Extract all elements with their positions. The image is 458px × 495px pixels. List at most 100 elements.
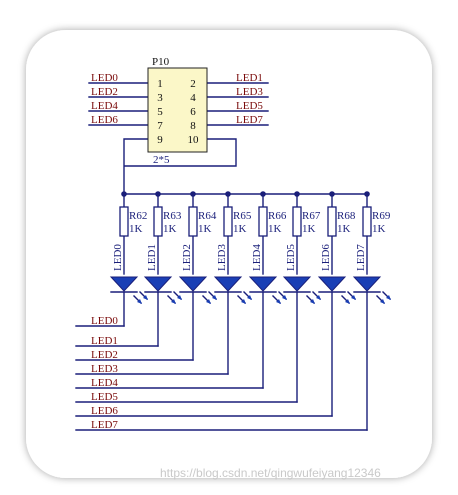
connector-pin-8: 8 bbox=[190, 120, 196, 132]
net-label-left: LED4 bbox=[91, 100, 118, 112]
wires bbox=[75, 82, 391, 431]
led-arrowhead bbox=[137, 299, 142, 304]
connector-pin-6: 6 bbox=[190, 106, 196, 118]
connector-pin-7: 7 bbox=[157, 120, 163, 132]
junction-dot bbox=[121, 191, 127, 197]
led-label: LED2 bbox=[181, 244, 193, 271]
led-arrowhead bbox=[241, 299, 246, 304]
junction-dot bbox=[225, 191, 231, 197]
connector-pin-9: 9 bbox=[157, 134, 163, 146]
resistor-ref: R68 bbox=[337, 210, 356, 222]
resistor-ref: R63 bbox=[163, 210, 182, 222]
led-arrowhead bbox=[351, 295, 356, 300]
resistor-ref: R66 bbox=[268, 210, 287, 222]
watermark: https://blog.csdn.net/qingwufeiyang12346 bbox=[160, 466, 381, 480]
net-label-right: LED5 bbox=[236, 100, 263, 112]
led-arrowhead bbox=[212, 295, 217, 300]
led-arrowhead bbox=[386, 295, 391, 300]
connector-pin-5: 5 bbox=[157, 106, 163, 118]
led-body bbox=[213, 276, 243, 292]
net-label-output: LED6 bbox=[91, 405, 118, 417]
connector-footprint: 2*5 bbox=[153, 154, 170, 166]
connector-pin-1: 1 bbox=[157, 78, 163, 90]
connector-pin-10: 10 bbox=[188, 134, 200, 146]
net-label-right: LED7 bbox=[236, 114, 263, 126]
resistor-value: 1K bbox=[268, 223, 282, 235]
resistor-value: 1K bbox=[129, 223, 143, 235]
junction-dot bbox=[329, 191, 335, 197]
led-arrowhead bbox=[143, 295, 148, 300]
labels: P102*513579246810LED0LED2LED4LED6LED1LED… bbox=[91, 56, 391, 431]
resistor-value: 1K bbox=[233, 223, 247, 235]
net-label-left: LED2 bbox=[91, 86, 118, 98]
led-arrowhead bbox=[380, 299, 385, 304]
junction-dot bbox=[155, 191, 161, 197]
connector-designator: P10 bbox=[152, 56, 170, 68]
net-label-output: LED1 bbox=[91, 335, 118, 347]
led-arrowhead bbox=[276, 299, 281, 304]
junction-dot bbox=[294, 191, 300, 197]
resistor-value: 1K bbox=[198, 223, 212, 235]
junction-dot bbox=[364, 191, 370, 197]
led-arrowhead bbox=[247, 295, 252, 300]
net-label-output: LED0 bbox=[91, 315, 118, 327]
net-label-left: LED6 bbox=[91, 114, 118, 126]
pin9-wire bbox=[123, 138, 148, 194]
led-label: LED1 bbox=[146, 244, 158, 271]
resistor-ref: R69 bbox=[372, 210, 391, 222]
led-label: LED3 bbox=[216, 244, 228, 271]
led-label: LED5 bbox=[285, 244, 297, 271]
resistor-value: 1K bbox=[302, 223, 316, 235]
resistor-body bbox=[153, 206, 163, 237]
led-body bbox=[282, 276, 312, 292]
connector-body bbox=[147, 67, 208, 153]
led-arrowhead bbox=[177, 295, 182, 300]
net-label-output: LED7 bbox=[91, 419, 118, 431]
resistor-ref: R62 bbox=[129, 210, 147, 222]
led-label: LED0 bbox=[112, 244, 124, 271]
components bbox=[109, 67, 391, 304]
connector-pin-4: 4 bbox=[190, 92, 196, 104]
net-label-output: LED5 bbox=[91, 391, 118, 403]
net-label-right: LED1 bbox=[236, 72, 263, 84]
resistor-value: 1K bbox=[372, 223, 386, 235]
net-label-output: LED3 bbox=[91, 363, 118, 375]
net-label-left: LED0 bbox=[91, 72, 118, 84]
resistor-body bbox=[258, 206, 268, 237]
led-arrowhead bbox=[282, 295, 287, 300]
resistor-body bbox=[119, 206, 129, 237]
resistor-body bbox=[362, 206, 372, 237]
led-body bbox=[178, 276, 208, 292]
led-body bbox=[109, 276, 139, 292]
net-label-output: LED4 bbox=[91, 377, 118, 389]
led-label: LED6 bbox=[320, 244, 332, 271]
connector-pin-3: 3 bbox=[157, 92, 163, 104]
resistor-ref: R67 bbox=[302, 210, 321, 222]
led-arrowhead bbox=[171, 299, 176, 304]
resistor-body bbox=[327, 206, 337, 237]
resistor-value: 1K bbox=[163, 223, 177, 235]
net-label-output: LED2 bbox=[91, 349, 118, 361]
led-label: LED7 bbox=[355, 244, 367, 271]
resistor-body bbox=[223, 206, 233, 237]
net-label-right: LED3 bbox=[236, 86, 263, 98]
paper-card bbox=[26, 30, 432, 478]
junction-dot bbox=[260, 191, 266, 197]
led-arrowhead bbox=[310, 299, 315, 304]
led-body bbox=[248, 276, 278, 292]
led-body bbox=[143, 276, 173, 292]
led-body bbox=[317, 276, 347, 292]
resistor-value: 1K bbox=[337, 223, 351, 235]
led-arrowhead bbox=[316, 295, 321, 300]
resistor-body bbox=[188, 206, 198, 237]
led-arrowhead bbox=[345, 299, 350, 304]
resistor-ref: R65 bbox=[233, 210, 252, 222]
led-body bbox=[352, 276, 382, 292]
led-arrowhead bbox=[206, 299, 211, 304]
connector-pin-2: 2 bbox=[190, 78, 196, 90]
resistor-ref: R64 bbox=[198, 210, 217, 222]
led-label: LED4 bbox=[251, 244, 263, 271]
resistor-body bbox=[292, 206, 302, 237]
